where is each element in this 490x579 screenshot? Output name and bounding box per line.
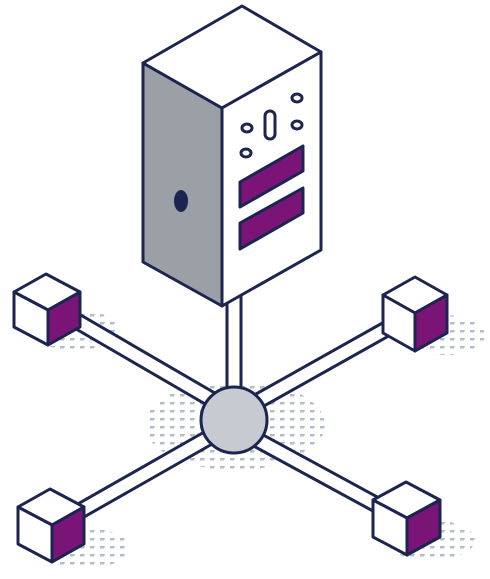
node-cube-icon-bottom-right (373, 482, 440, 555)
node-cube-icon-bottom-left (18, 489, 84, 562)
server-slot (265, 111, 275, 139)
server-side-knob (174, 190, 188, 212)
network-hub-icon (201, 387, 267, 453)
server-led-4 (292, 121, 302, 129)
node-cube-icon-top-right (383, 277, 447, 351)
server-led-1 (242, 124, 252, 132)
server-led-2 (292, 94, 302, 102)
server-icon (143, 6, 321, 306)
server-led-3 (241, 149, 251, 157)
